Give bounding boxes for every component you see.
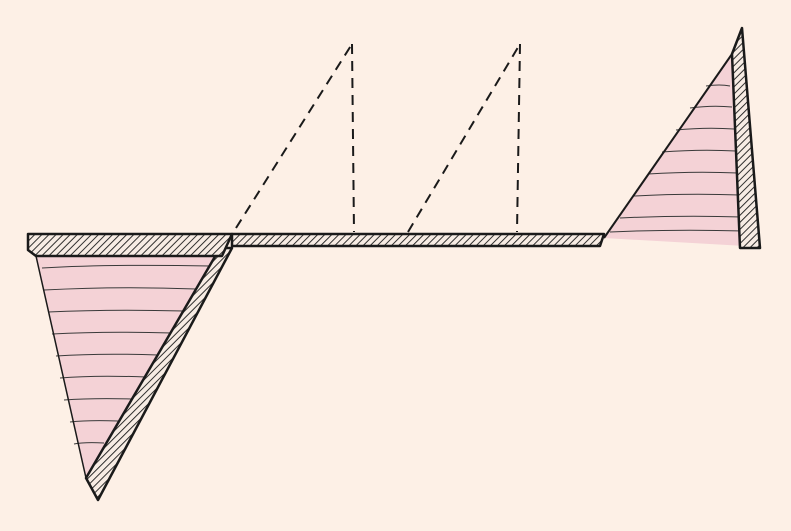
right-positive-triangle bbox=[603, 26, 762, 250]
middle-dashed-triangles bbox=[235, 43, 521, 233]
dashed-triangle-1 bbox=[235, 43, 355, 233]
left-triangle-shading-lines bbox=[41, 264, 211, 445]
baseline-left-segment bbox=[26, 232, 234, 258]
baseline-right-segment bbox=[230, 232, 606, 248]
right-triangle-fill bbox=[604, 54, 745, 246]
left-negative-triangle bbox=[35, 246, 234, 502]
left-triangle-hatched-edge bbox=[84, 246, 234, 502]
left-triangle-fill bbox=[36, 256, 220, 478]
beam-baseline bbox=[26, 232, 606, 258]
dashed-triangle-2 bbox=[407, 43, 521, 233]
right-triangle-hatched-edge bbox=[730, 26, 762, 250]
